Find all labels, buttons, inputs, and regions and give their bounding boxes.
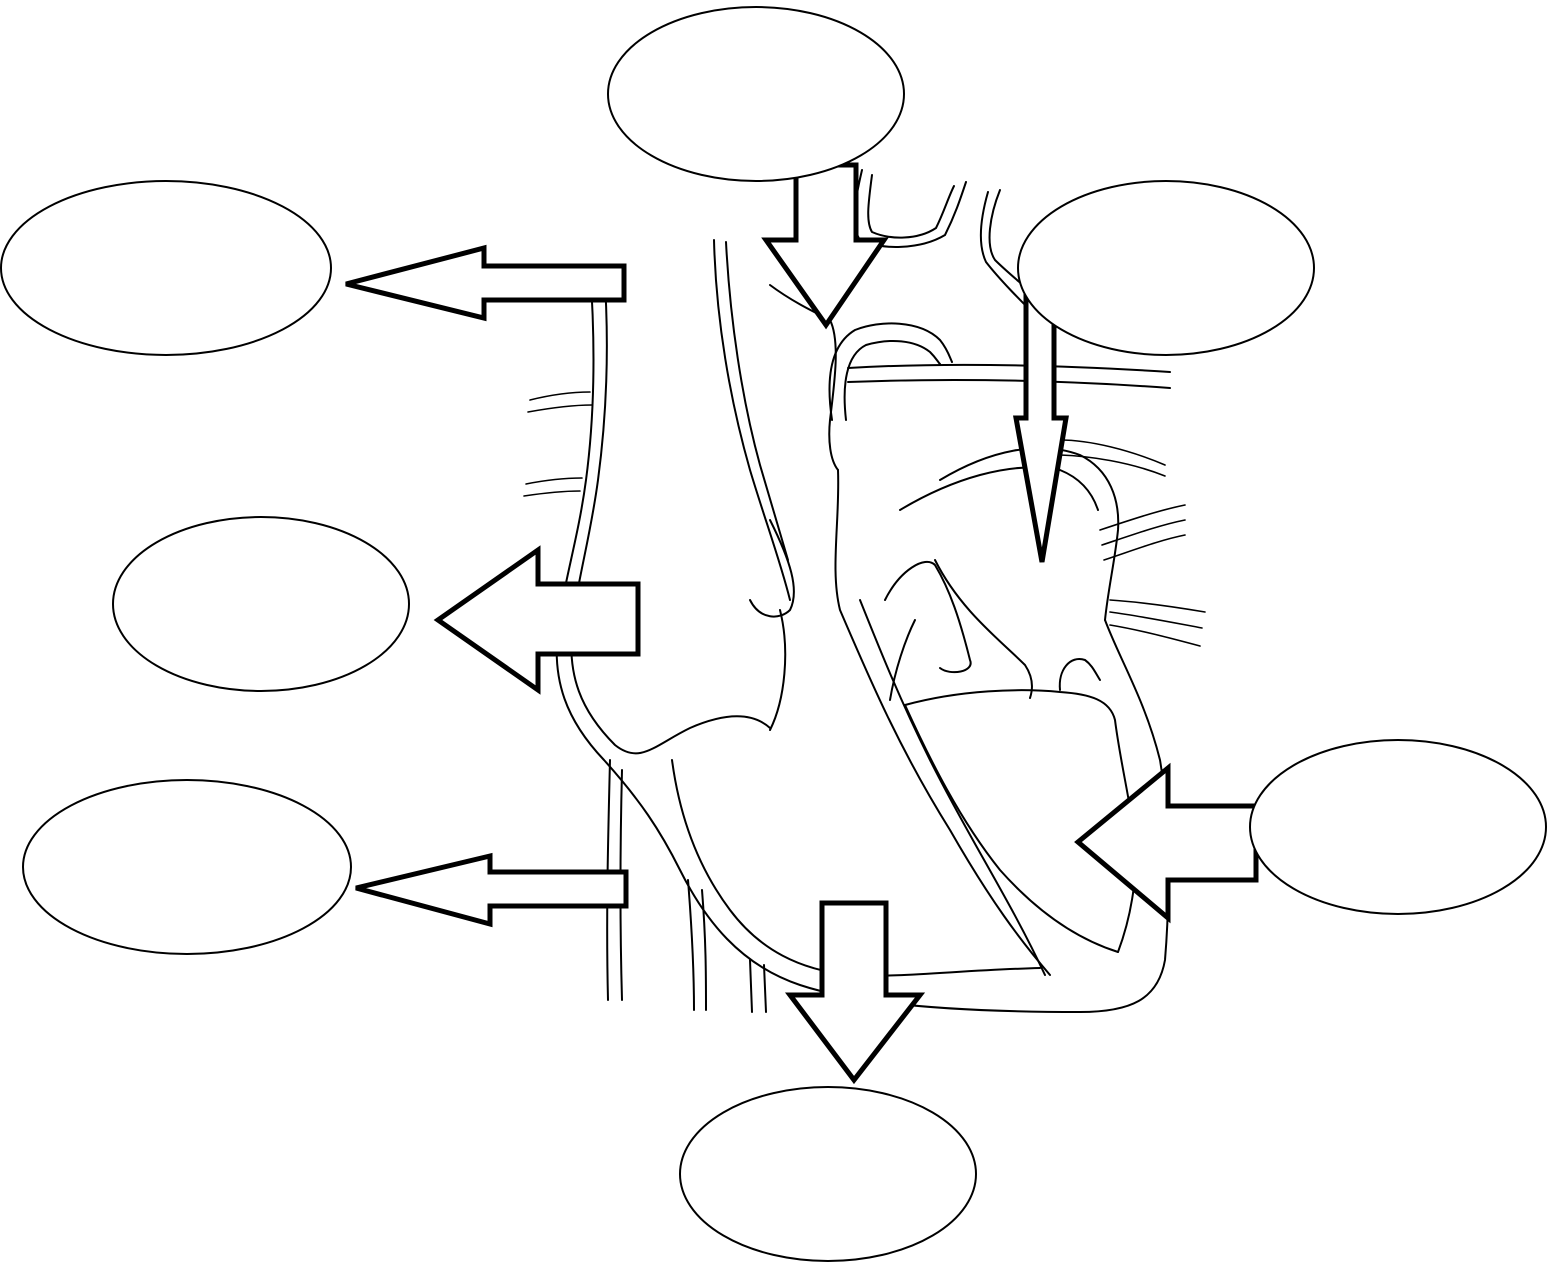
descending-lines-1 (749, 959, 753, 1013)
pulmonary-artery-right-2 (847, 379, 1171, 389)
heart-drawing (523, 169, 1206, 1013)
pulmonary-artery-loop (828, 322, 953, 421)
septum-inner (859, 599, 1046, 976)
pulmonary-artery-loop-inner (843, 340, 941, 421)
label-lower-left-ellipse[interactable] (22, 779, 352, 955)
vena-cava-inner (570, 267, 771, 755)
label-bottom[interactable] (679, 1086, 977, 1262)
mitral-valve-2 (1058, 658, 1101, 691)
left-atrium-vein-top-2 (1059, 454, 1166, 477)
pulmonary-vein-left-4 (523, 490, 581, 497)
pulmonary-vein-left-1 (529, 391, 591, 401)
label-upper-right[interactable] (1017, 180, 1315, 356)
pulmonary-vein-right-5 (1109, 611, 1203, 629)
left-ventricle-wall (884, 560, 972, 674)
aortic-arch-inner (867, 174, 955, 239)
label-lower-left[interactable] (22, 779, 352, 955)
right-atrium-valve (749, 519, 795, 618)
label-top-ellipse[interactable] (607, 6, 905, 182)
pulmonary-vein-right-3 (1103, 534, 1186, 561)
label-upper-right-ellipse[interactable] (1017, 180, 1315, 356)
aortic-branch-3-inner (979, 191, 1041, 321)
label-upper-left[interactable] (0, 180, 332, 356)
label-right-ellipse[interactable] (1249, 739, 1547, 915)
arrow-upper-left (345, 244, 627, 322)
pulmonary-vein-right-1 (1099, 504, 1186, 531)
label-top[interactable] (607, 6, 905, 182)
arrow-lower-left (355, 852, 629, 928)
left-atrium-vein-top (1059, 439, 1166, 466)
aortic-root (769, 284, 839, 471)
pulmonary-vein-left-3 (525, 477, 583, 485)
pulmonary-vein-left-2 (527, 404, 593, 413)
inferior-vena-cava-4 (701, 889, 707, 1011)
right-ventricle-wall (671, 759, 1041, 977)
pulmonary-vein-right-2 (1101, 519, 1186, 546)
vena-cava-outer (555, 267, 1170, 1013)
label-upper-left-ellipse[interactable] (0, 180, 332, 356)
left-atrium-top (939, 447, 1120, 621)
label-middle-left[interactable] (112, 516, 410, 692)
aorta-left-wall (713, 239, 791, 601)
chordae (889, 619, 916, 701)
arrow-right (1074, 762, 1259, 924)
left-ventricle-base (904, 704, 1119, 953)
arrow-upper-right (1013, 292, 1069, 563)
label-right[interactable] (1249, 739, 1547, 915)
septum-outer (834, 469, 1051, 976)
left-atrium-inner (899, 466, 1099, 511)
arrow-top (761, 162, 889, 330)
label-middle-left-ellipse[interactable] (112, 516, 410, 692)
label-bottom-ellipse[interactable] (679, 1086, 977, 1262)
arrow-bottom (784, 900, 926, 1085)
aorta-left-wall-inner (725, 241, 789, 561)
pulmonary-vein-right-6 (1109, 624, 1201, 647)
inferior-vena-cava-3 (687, 879, 695, 1011)
mitral-valve (934, 559, 1033, 699)
arrow-middle-left (433, 545, 641, 695)
pulmonary-vein-right-4 (1109, 599, 1206, 613)
tricuspid-region (769, 609, 787, 731)
descending-lines-2 (763, 964, 767, 1013)
label-bubbles (0, 6, 1547, 1262)
pulmonary-artery-right-1 (847, 363, 1171, 373)
